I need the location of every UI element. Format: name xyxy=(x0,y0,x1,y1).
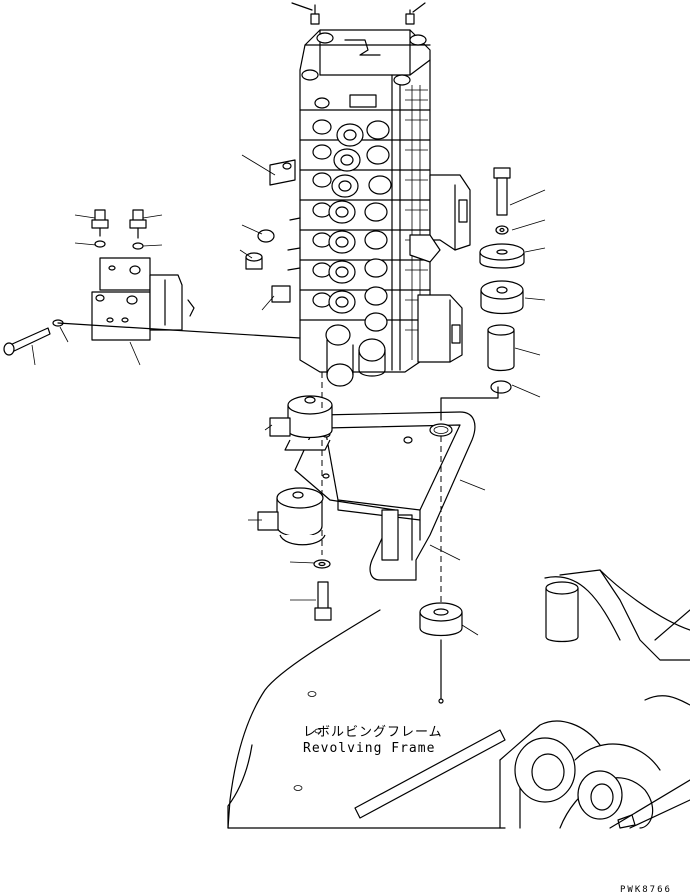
mount-parts xyxy=(479,167,525,394)
spacer-cylinder xyxy=(545,581,579,643)
alignment-lines xyxy=(57,322,499,704)
revolving-frame xyxy=(227,569,690,829)
leader-lines xyxy=(31,154,546,636)
solenoid-valve-block xyxy=(3,209,195,356)
frame-label-en: Revolving Frame xyxy=(303,741,435,756)
control-valve xyxy=(245,2,471,387)
frame-label-jp: レボルビングフレーム xyxy=(303,725,443,740)
drawing-code: PWK8766 xyxy=(620,885,672,895)
mount-bracket xyxy=(257,395,476,637)
